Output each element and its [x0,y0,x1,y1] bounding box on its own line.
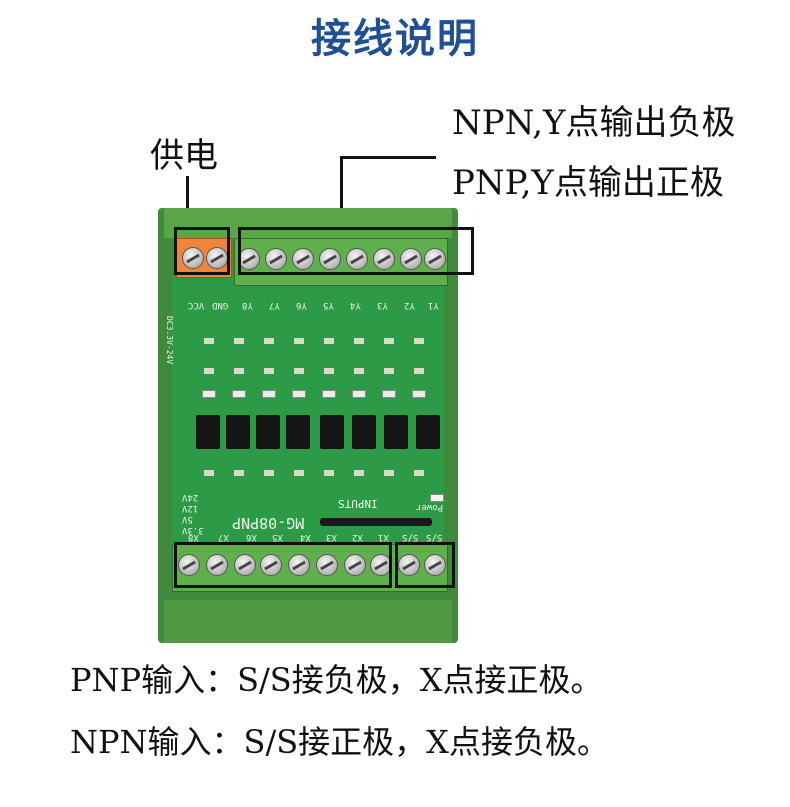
terminal-label-y6: Y6 [296,300,307,310]
optocoupler-chip [286,415,310,449]
power-label: 供电 [150,136,218,176]
terminal-label-ss-2: S/S [426,532,443,542]
screw-terminal-y3[interactable] [373,248,395,270]
terminal-label-x6: X6 [246,532,257,542]
screw-terminal-x3[interactable] [316,554,338,576]
bottom-rail [164,600,452,643]
output-leader-line-vertical [340,156,343,232]
screw-terminal-x8[interactable] [178,554,200,576]
screw-terminal-y4[interactable] [346,248,368,270]
optocoupler-chip [226,415,250,449]
screw-terminal-y5[interactable] [319,248,341,270]
screw-terminal-x6[interactable] [234,554,256,576]
io-board: VCC GND Y8 Y7 Y6 Y5 Y4 Y3 Y2 Y1 DC3.3V-2… [158,208,458,643]
optocoupler-chip [256,415,280,449]
terminal-label-y2: Y2 [404,300,415,310]
x-input-terminals-highlight [174,542,392,588]
screw-terminal-y1[interactable] [424,248,446,270]
screw-terminal-vcc[interactable] [182,247,204,269]
screw-terminal-ss-2[interactable] [424,554,446,576]
terminal-label-ss-1: S/S [402,532,419,542]
terminal-label-x3: X3 [326,532,337,542]
screw-terminal-ss-1[interactable] [398,554,420,576]
optocoupler-chip [352,415,376,449]
power-terminal-highlight [174,227,230,275]
inputs-label: INPUTS [338,497,378,510]
terminal-label-x1: X1 [378,532,389,542]
terminal-label-x4: X4 [300,532,311,542]
voltage-option-12v: 12V [182,503,199,513]
ss-terminals-highlight [395,542,455,588]
output-leader-line-horizontal [340,156,436,159]
terminal-label-y8: Y8 [242,300,253,310]
optocoupler-chip [320,415,344,449]
output-terminals-highlight [238,227,474,275]
screw-terminal-x7[interactable] [206,554,228,576]
page-title: 接线说明 [311,16,479,62]
optocoupler-chip [384,415,408,449]
terminal-label-x2: X2 [352,532,363,542]
terminal-label-y5: Y5 [323,300,334,310]
header-slot [320,518,432,526]
npn-input-note: NPN输入：S/S接正极，X点接负极。 [70,723,609,761]
terminal-label-x5: X5 [272,532,283,542]
npn-output-label: NPN,Y点输出负极 [452,103,736,143]
optocoupler-chip [416,415,440,449]
pnp-output-label: PNP,Y点输出正极 [452,163,724,203]
terminal-label-y4: Y4 [350,300,361,310]
optocoupler-chip [196,415,220,449]
top-terminal-labels: VCC GND Y8 Y7 Y6 Y5 Y4 Y3 Y2 Y1 [188,300,444,312]
screw-terminal-x5[interactable] [260,554,282,576]
pnp-input-note: PNP输入：S/S接负极，X点接正极。 [70,661,603,699]
voltage-option-24v: 24V [182,492,199,502]
screw-terminal-y6[interactable] [292,248,314,270]
screw-terminal-x2[interactable] [344,554,366,576]
power-led-label: Power [416,502,444,512]
terminal-label-x7: X7 [218,532,229,542]
power-led [430,494,444,502]
terminal-label-gnd: GND [212,300,229,310]
terminal-label-vcc: VCC [188,300,205,310]
model-label: MG-08PNP [232,514,305,532]
screw-terminal-x4[interactable] [288,554,310,576]
screw-terminal-y7[interactable] [265,248,287,270]
terminal-label-y3: Y3 [377,300,388,310]
power-leader-line [186,176,189,234]
voltage-option-5v: 5V [182,514,193,524]
top-rail [164,208,452,238]
terminal-label-y1: Y1 [428,300,439,310]
voltage-range-label: DC3.3V-24V [165,316,174,365]
terminal-label-y7: Y7 [269,300,280,310]
terminal-label-x8: X8 [188,532,199,542]
screw-terminal-y2[interactable] [400,248,422,270]
